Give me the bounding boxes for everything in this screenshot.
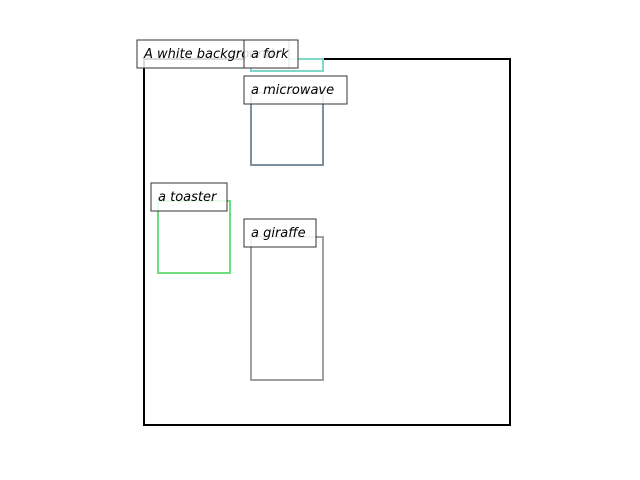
label-fork-text: a fork: [251, 47, 289, 62]
label-giraffe-text: a giraffe: [251, 226, 306, 241]
box-background: [143, 58, 511, 426]
label-background-text: A white background: [143, 47, 275, 62]
box-toaster: [157, 200, 231, 274]
label-fork: a fork: [243, 39, 299, 69]
label-toaster-text: a toaster: [158, 190, 218, 205]
label-microwave-text: a microwave: [251, 83, 334, 98]
label-microwave: a microwave: [243, 75, 348, 105]
label-toaster: a toaster: [150, 182, 228, 212]
box-giraffe: [250, 236, 324, 381]
label-giraffe: a giraffe: [243, 218, 317, 248]
